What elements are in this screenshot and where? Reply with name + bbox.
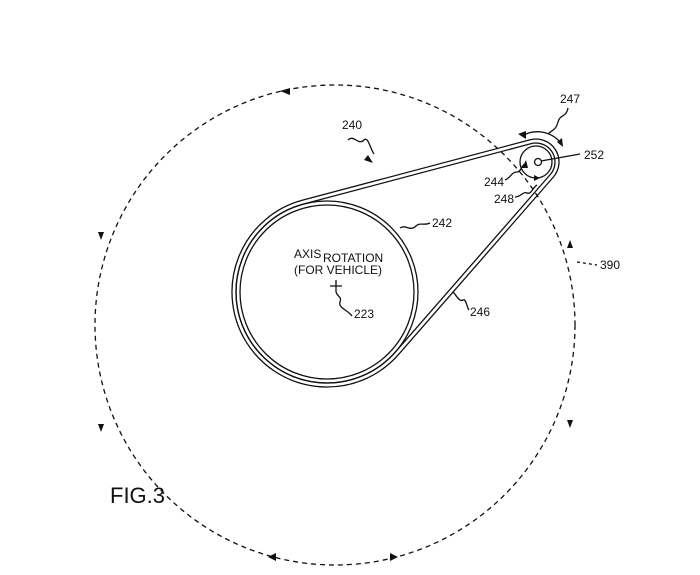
label-390: 390 bbox=[600, 258, 620, 272]
small-pulley bbox=[519, 145, 553, 179]
arrowhead-icon bbox=[98, 232, 104, 240]
arrowhead-icon bbox=[567, 420, 573, 428]
leader-223 bbox=[335, 291, 353, 317]
arrowhead-icon bbox=[390, 553, 398, 561]
large-pulley-outer bbox=[235, 200, 419, 384]
arrowhead-icon bbox=[364, 155, 373, 163]
arrowhead-icon bbox=[518, 131, 526, 139]
arrowhead-icon bbox=[557, 138, 563, 147]
leader-248 bbox=[514, 184, 538, 198]
label-248: 248 bbox=[494, 192, 514, 206]
label-247: 247 bbox=[560, 92, 580, 106]
orbit-path-dashed-circle bbox=[94, 84, 576, 566]
arrowhead-icon bbox=[268, 553, 276, 561]
arrowhead-icon bbox=[98, 424, 104, 432]
leader-240 bbox=[347, 137, 375, 155]
arrowhead-icon bbox=[280, 88, 290, 95]
leader-244 bbox=[504, 163, 526, 181]
axis-label-line2: (FOR VEHICLE) bbox=[294, 263, 382, 277]
leader-242 bbox=[399, 222, 431, 229]
belt-inner-edge bbox=[235, 142, 556, 384]
arrowhead-icon bbox=[522, 160, 528, 168]
label-244: 244 bbox=[484, 175, 504, 189]
large-pulley-inner bbox=[239, 204, 415, 380]
axis-label-a: AXIS bbox=[294, 247, 321, 261]
arrowhead-icon bbox=[534, 175, 540, 181]
arrowhead-icon bbox=[567, 240, 573, 248]
leader-252 bbox=[540, 153, 581, 162]
axis-cross-icon bbox=[330, 280, 342, 292]
leader-246 bbox=[452, 291, 470, 311]
label-252: 252 bbox=[584, 148, 604, 162]
label-223: 223 bbox=[354, 307, 374, 321]
label-246: 246 bbox=[470, 305, 490, 319]
figure-title: FIG.3 bbox=[110, 483, 165, 508]
label-242: 242 bbox=[432, 216, 452, 230]
pivot-hole bbox=[533, 157, 543, 167]
axis-label-b: ROTATION bbox=[323, 251, 383, 265]
belt-outer-edge bbox=[231, 138, 560, 388]
leader-247 bbox=[547, 107, 569, 135]
label-240: 240 bbox=[342, 118, 362, 132]
leader-390 bbox=[576, 261, 598, 266]
